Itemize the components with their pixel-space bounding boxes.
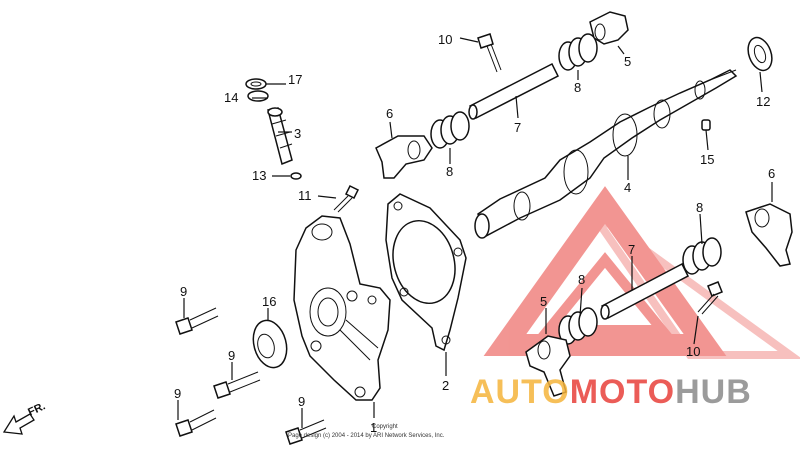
front-label: FR.	[26, 400, 47, 418]
washer-part-14	[247, 90, 269, 102]
washer-part-12	[747, 36, 773, 72]
front-direction-indicator: FR.	[2, 400, 47, 435]
callout-14: 14	[224, 90, 238, 105]
lifter-part-3	[267, 107, 293, 166]
callout-17: 17	[288, 72, 302, 87]
rocker-arm-part-6-lower	[745, 203, 793, 267]
watermark-text-auto: AUTO	[470, 373, 570, 411]
callout-8-upper: 8	[574, 80, 581, 95]
copyright-line-2: Page design (c) 2004 - 2014 by ARI Netwo…	[288, 433, 445, 439]
rocker-arm-part-6-upper	[375, 135, 433, 179]
callout-5-lower: 5	[540, 294, 547, 309]
callout-10-upper: 10	[438, 32, 452, 47]
pin-part-13	[290, 172, 302, 180]
callout-3: 3	[294, 126, 301, 141]
watermark-text-moto: MOTO	[570, 373, 675, 411]
spring-part-8-mid	[430, 111, 470, 149]
callout-10-lower: 10	[686, 344, 700, 359]
oil-seal-part-16	[252, 319, 288, 369]
copyright-line-1: Copyright	[372, 424, 398, 430]
callout-9-b: 9	[228, 348, 235, 363]
callout-9-d: 9	[298, 394, 305, 409]
bolt-part-9-a	[175, 307, 219, 335]
callout-8-mid: 8	[446, 164, 453, 179]
bolt-part-10-upper	[477, 33, 502, 73]
callout-8-right: 8	[696, 200, 703, 215]
watermark-text-hub: HUB	[675, 373, 752, 411]
bolt-part-9-c	[175, 409, 217, 437]
callout-labels: 10 5 8 7 12 15 4 6 8 17 14 3 13 11 6 8 7…	[174, 32, 775, 435]
callout-9-c: 9	[174, 386, 181, 401]
pin-part-15	[701, 119, 711, 131]
callout-16: 16	[262, 294, 276, 309]
callout-15: 15	[700, 152, 714, 167]
housing-part-1	[293, 215, 391, 401]
front-arrow-icon	[2, 413, 35, 435]
callout-5-upper: 5	[624, 54, 631, 69]
callout-12: 12	[756, 94, 770, 109]
callout-7-lower: 7	[628, 242, 635, 257]
rocker-arm-part-5-lower	[525, 335, 571, 397]
rocker-shaft-part-7-upper	[468, 62, 560, 120]
svg-text:AUTOMOTOHUB: AUTOMOTOHUB	[470, 373, 752, 411]
watermark-triangle	[483, 186, 800, 359]
callout-9-a: 9	[180, 284, 187, 299]
callout-11: 11	[298, 188, 312, 203]
bolt-part-9-b	[213, 371, 261, 399]
callout-1: 1	[370, 420, 377, 435]
callout-6-upper: 6	[386, 106, 393, 121]
bolt-part-10-lower	[697, 281, 723, 315]
callout-13: 13	[252, 168, 266, 183]
spring-part-8-right	[682, 237, 722, 275]
spring-part-8-lower	[558, 307, 598, 345]
bolt-part-11	[333, 184, 360, 213]
callout-2: 2	[442, 378, 449, 393]
copyright-notice: Copyright Page design (c) 2004 - 2014 by…	[288, 424, 445, 439]
bolt-part-9-d	[285, 419, 327, 445]
leader-lines	[177, 37, 773, 428]
callout-7-upper: 7	[514, 120, 521, 135]
watermark-logo: AUTOMOTOHUB	[470, 373, 752, 411]
callout-6-lower: 6	[768, 166, 775, 181]
spring-part-8-upper	[558, 33, 598, 71]
gasket-part-2	[385, 193, 467, 352]
clip-part-17	[245, 78, 267, 90]
callout-8-lower: 8	[578, 272, 585, 287]
camshaft-part-4	[474, 69, 738, 239]
rocker-shaft-part-7-lower	[600, 262, 689, 320]
callout-4: 4	[624, 180, 631, 195]
